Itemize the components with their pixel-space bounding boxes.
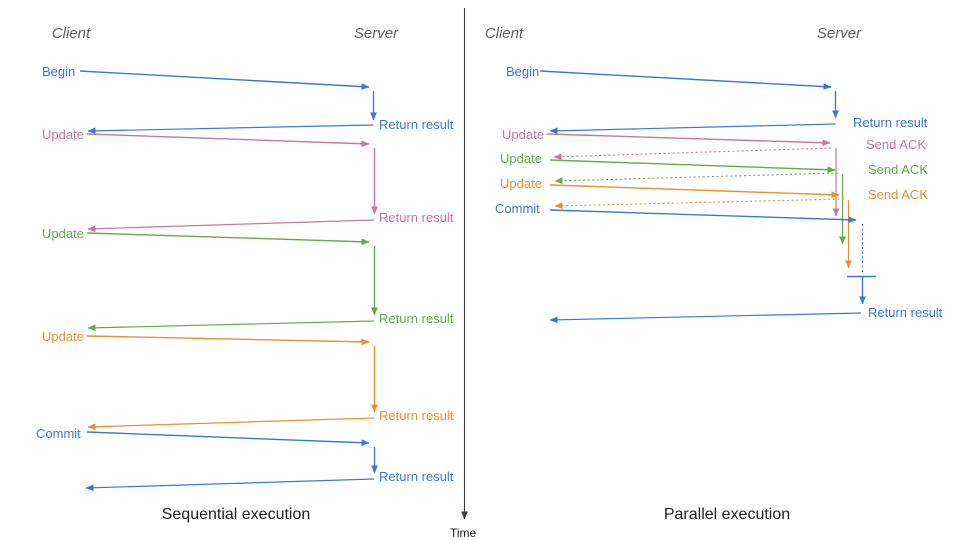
par-begin-result-label: Return result [853, 115, 928, 130]
seq-commit-request-line [86, 431, 370, 447]
par-server-header: Server [817, 25, 862, 42]
seq-update3-label: Update [42, 329, 84, 344]
par-update1-label: Update [502, 127, 544, 142]
seq-commit-result-label: Return result [379, 469, 454, 484]
par-update3-request-line [549, 184, 840, 199]
par-update1-request-line [546, 133, 831, 147]
par-update2-request-line [549, 159, 836, 174]
seq-server-header: Server [354, 25, 399, 42]
seq-update1-return-line [87, 219, 375, 233]
par-update2-ack-dashed-line [554, 172, 839, 185]
seq-update2-result-label: Return result [379, 311, 454, 326]
seq-update3-return-line [87, 417, 375, 431]
par-update3-ack-label: Send ACK [868, 187, 928, 202]
seq-update3-result-label: Return result [379, 408, 454, 423]
seq-update2-request-line [86, 232, 370, 246]
seq-update1-request-line [86, 133, 370, 148]
par-begin-request-line [539, 70, 832, 90]
par-update1-ack-dashed-line [553, 147, 832, 161]
par-update3-ack-dashed-line [554, 198, 845, 210]
seq-update3-request-line [86, 335, 370, 346]
par-commit-return-line [549, 312, 862, 324]
seq-begin-result-label: Return result [379, 117, 454, 132]
seq-update2-return-line [87, 320, 375, 332]
par-commit-request-line [549, 209, 857, 224]
parallel-panel: Client Server Begin Return result Update… [485, 25, 943, 523]
seq-update2-label: Update [42, 226, 84, 241]
par-begin-return-line [549, 123, 836, 135]
parallel-title: Parallel execution [664, 506, 790, 523]
seq-begin-label: Begin [42, 64, 75, 79]
seq-update1-result-label: Return result [379, 210, 454, 225]
seq-begin-return-line [87, 124, 374, 135]
par-begin-label: Begin [506, 64, 539, 79]
par-update2-ack-label: Send ACK [868, 162, 928, 177]
seq-client-header: Client [52, 25, 91, 42]
seq-begin-request-line [79, 70, 370, 90]
seq-commit-return-line [85, 478, 375, 492]
par-client-header: Client [485, 25, 524, 42]
seq-update1-label: Update [42, 127, 84, 142]
par-update2-label: Update [500, 151, 542, 166]
time-axis: Time [450, 8, 477, 540]
par-update1-ack-label: Send ACK [866, 137, 926, 152]
seq-commit-label: Commit [36, 426, 81, 441]
sequential-title: Sequential execution [162, 506, 311, 523]
par-commit-result-label: Return result [868, 305, 943, 320]
sequential-panel: Client Server Begin Return result Update… [36, 25, 454, 523]
par-commit-label: Commit [495, 201, 540, 216]
par-update3-label: Update [500, 176, 542, 191]
time-axis-label: Time [450, 526, 477, 540]
